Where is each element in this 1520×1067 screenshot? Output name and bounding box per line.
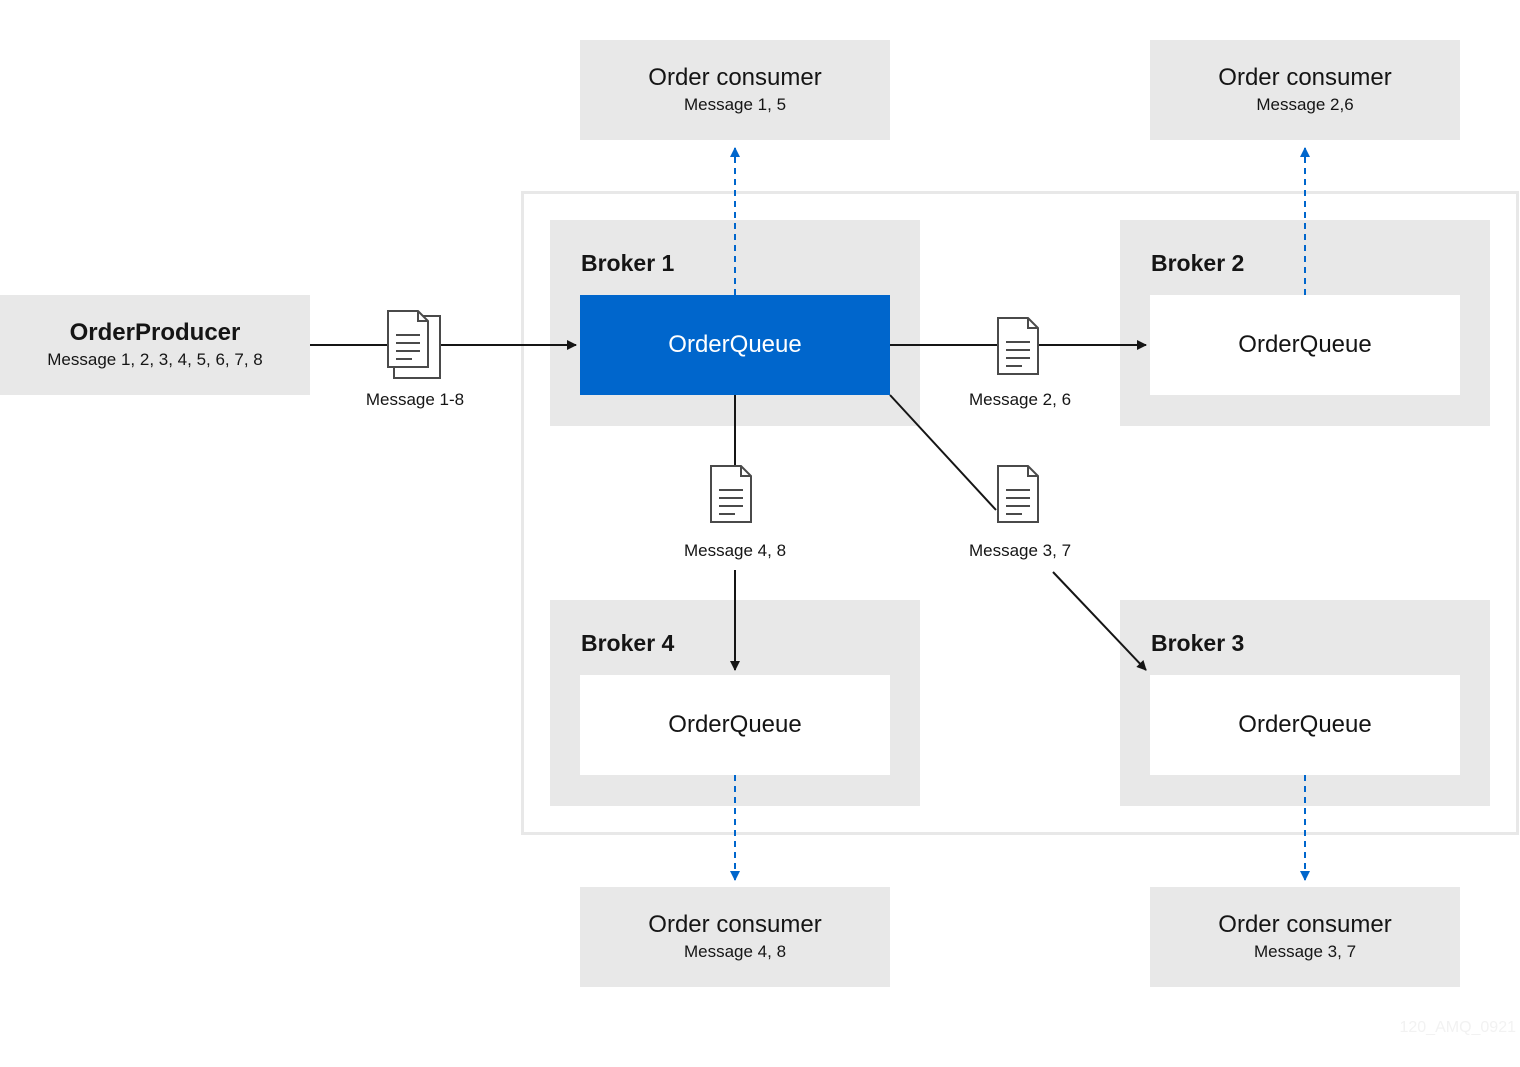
consumer-title: Order consumer xyxy=(1218,911,1392,938)
consumer-messages: Message 3, 7 xyxy=(1253,942,1357,961)
consumer-title: Order consumer xyxy=(1218,64,1392,91)
label-message-1-8: Message 1-8 xyxy=(365,390,465,409)
producer-messages: Message 1, 2, 3, 4, 5, 6, 7, 8 xyxy=(47,350,263,369)
broker-2-title: Broker 2 xyxy=(1151,250,1245,276)
broker-2-order-queue: OrderQueue xyxy=(1150,295,1460,395)
message-document-icon xyxy=(997,317,1039,375)
message-stack-icon xyxy=(387,310,441,379)
producer-title: OrderProducer xyxy=(69,319,241,346)
consumer-messages: Message 4, 8 xyxy=(683,942,787,961)
order-consumer-2: Order consumer Message 2,6 xyxy=(1150,40,1460,140)
order-consumer-4: Order consumer Message 4, 8 xyxy=(580,887,890,987)
broker-4-title: Broker 4 xyxy=(581,630,675,656)
broker-1-order-queue: OrderQueue xyxy=(580,295,890,395)
label-message-3-7: Message 3, 7 xyxy=(968,541,1072,560)
consumer-messages: Message 2,6 xyxy=(1256,95,1354,114)
arrow-broker-1-to-broker-3 xyxy=(1052,571,1147,671)
order-consumer-1: Order consumer Message 1, 5 xyxy=(580,40,890,140)
broker-cluster xyxy=(521,191,1519,835)
message-document-icon xyxy=(997,465,1039,523)
label-message-2-6: Message 2, 6 xyxy=(968,390,1072,409)
broker-1-title: Broker 1 xyxy=(581,250,675,276)
order-producer: OrderProducer Message 1, 2, 3, 4, 5, 6, … xyxy=(0,295,310,395)
broker-3-title: Broker 3 xyxy=(1151,630,1245,656)
broker-4-order-queue: OrderQueue xyxy=(580,675,890,775)
message-document-icon xyxy=(710,465,752,523)
label-message-4-8: Message 4, 8 xyxy=(645,541,825,561)
order-consumer-3: Order consumer Message 3, 7 xyxy=(1150,887,1460,987)
broker-3-order-queue: OrderQueue xyxy=(1150,675,1460,775)
diagram-id-watermark: 120_AMQ_0921 xyxy=(1399,1019,1516,1036)
line-broker-1-to-doc-2 xyxy=(889,394,997,511)
consumer-messages: Message 1, 5 xyxy=(683,95,787,114)
consumer-title: Order consumer xyxy=(648,911,822,938)
consumer-title: Order consumer xyxy=(648,64,822,91)
